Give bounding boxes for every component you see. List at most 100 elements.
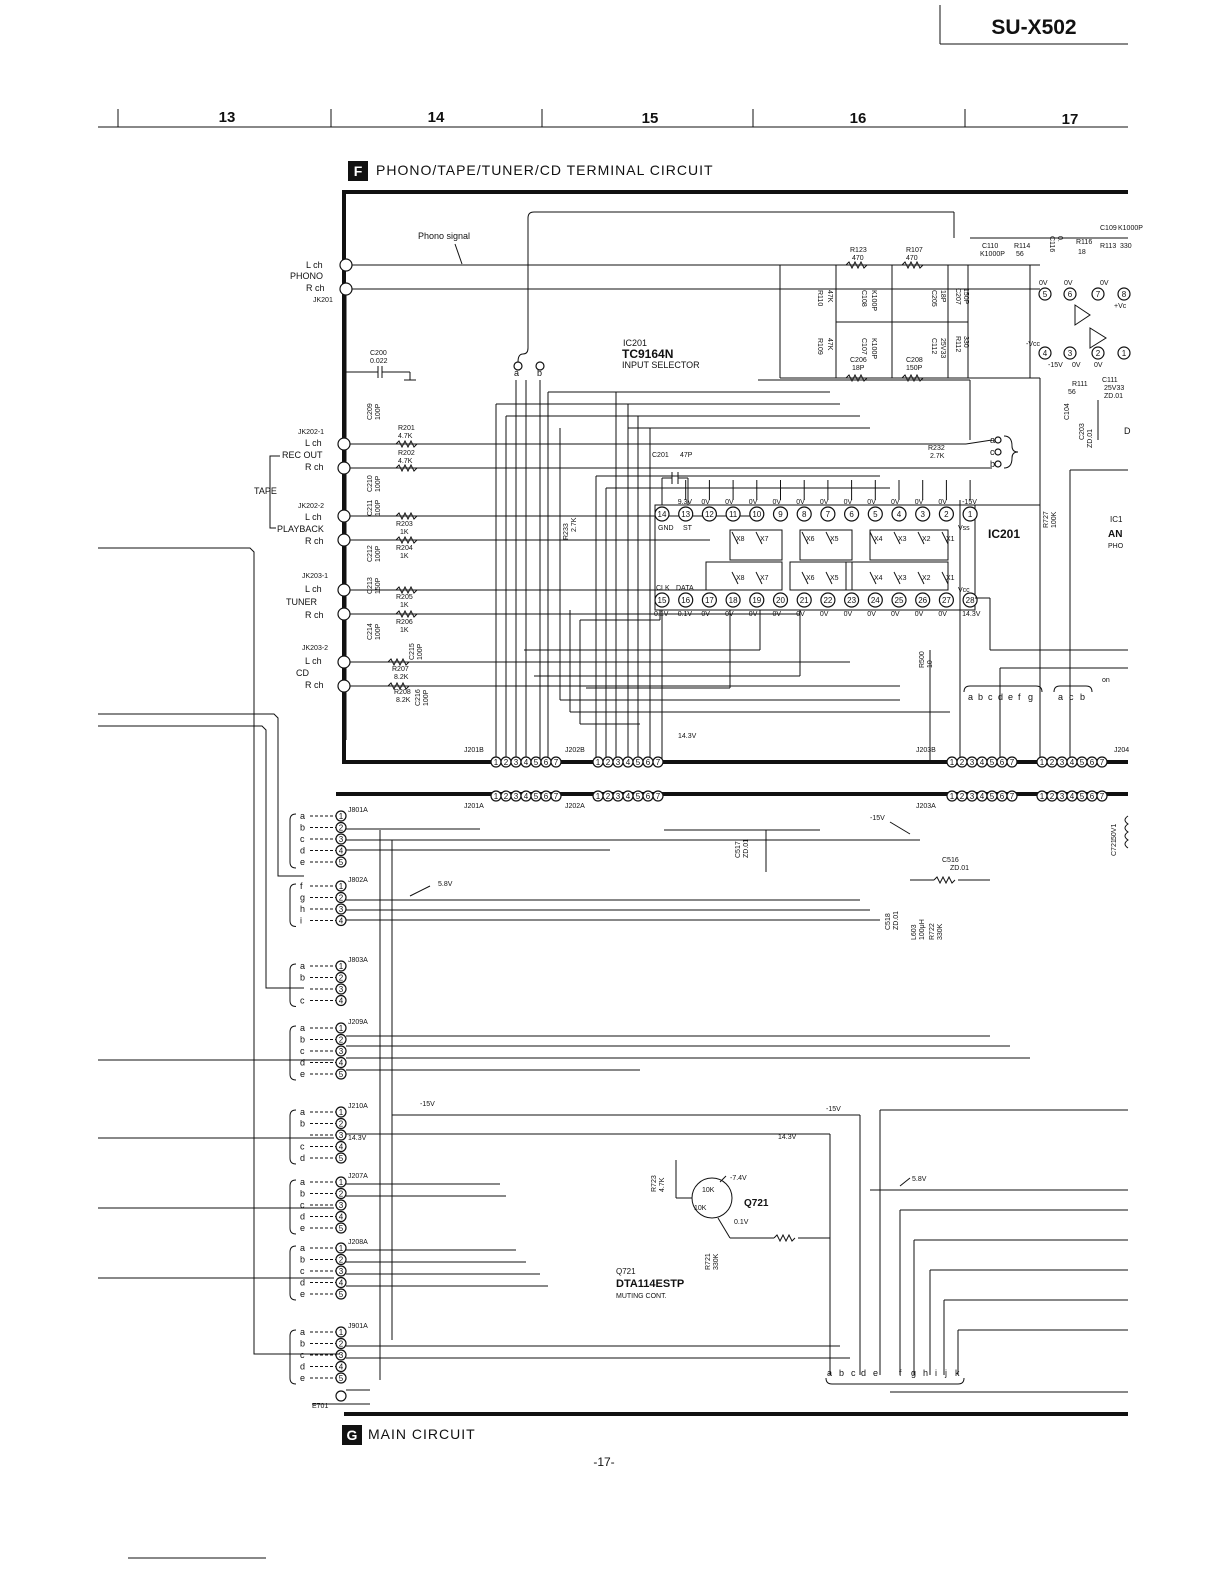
- page-number: -17-: [593, 1455, 614, 1469]
- left-connector-letter: b: [300, 1255, 305, 1265]
- connector-pin-number: 2: [504, 792, 509, 801]
- svg-text:5: 5: [1043, 290, 1048, 299]
- left-connector-ref: J209A: [348, 1019, 368, 1026]
- bus-a-left: a: [514, 368, 519, 378]
- left-connector-letter: b: [300, 1035, 305, 1045]
- r205-ref: R205: [396, 594, 413, 601]
- left-connector-pin-number: 3: [339, 835, 344, 844]
- rec-out-lch: L ch: [305, 438, 322, 448]
- ic-pin: [867, 506, 883, 522]
- left-connector-pin-number: 5: [339, 1224, 344, 1233]
- grid-column-label: 15: [642, 110, 659, 127]
- svg-text:3: 3: [1068, 349, 1073, 358]
- bottom-connector-letter: j: [944, 1368, 947, 1378]
- ic-pin-number: 26: [918, 596, 927, 605]
- left-connector-letter: b: [300, 1339, 305, 1349]
- ic-pin-number: 8: [802, 510, 807, 519]
- playback-rch: R ch: [305, 536, 324, 546]
- r722-value: 4.7K: [659, 1177, 666, 1192]
- ic-pin: [891, 592, 907, 608]
- r206-ref: R206: [396, 619, 413, 626]
- ic-pin-number: 7: [826, 510, 831, 519]
- connector-pin-number: 3: [1060, 758, 1065, 767]
- left-connector-pin-number: 3: [339, 985, 344, 994]
- ic-pin-voltage: 0V: [749, 611, 758, 618]
- r232-value: 2.7K: [930, 453, 945, 460]
- ic-switch-label: X3: [898, 536, 907, 543]
- section-f-heading: F PHONO/TAPE/TUNER/CD TERMINAL CIRCUIT: [348, 161, 713, 181]
- left-connector-pin-number: 4: [339, 1279, 344, 1288]
- connector-pin-number: 3: [970, 758, 975, 767]
- q721-part: DTA114ESTP: [616, 1278, 684, 1290]
- c516-value: 100μH: [919, 919, 926, 940]
- connector-letter: c: [1069, 692, 1074, 702]
- connector-pin-number: 4: [524, 792, 529, 801]
- connector-pin-number: 4: [626, 758, 631, 767]
- c205-value: 47K: [826, 338, 833, 351]
- bottom-connector-letter: a: [827, 1368, 832, 1378]
- left-connector-pin-number: 5: [339, 1154, 344, 1163]
- ic-pin: [796, 592, 812, 608]
- vcc-minus: -Vcc: [1026, 341, 1041, 348]
- ic-pin: [654, 506, 670, 522]
- ic-vss-label: Vss: [958, 525, 970, 532]
- connector-pin-number: 4: [524, 758, 529, 767]
- c214-value: 100P: [375, 623, 382, 640]
- left-connector-pin-number: 3: [339, 1047, 344, 1056]
- connector-pin-number: 5: [990, 758, 995, 767]
- c721-ref: R721: [705, 1253, 712, 1270]
- ic-pin-number: 25: [895, 596, 904, 605]
- c215-value: 100P: [417, 643, 424, 660]
- r500-ref: C516: [942, 857, 959, 864]
- bottom-connector-letter: h: [923, 1368, 928, 1378]
- c104-value: 100K: [1051, 511, 1058, 528]
- connector-pin-number: 1: [1040, 758, 1045, 767]
- c206-ref: R110: [816, 290, 823, 306]
- ic-pin-number: 19: [752, 596, 761, 605]
- connector-pin-number: 5: [1080, 758, 1085, 767]
- ic-pin-number: 4: [897, 510, 902, 519]
- connector-pin-number: 6: [1000, 758, 1005, 767]
- left-connector-letter: h: [300, 904, 305, 914]
- r112-ref: R114: [1014, 243, 1030, 250]
- phono-label: PHONO: [290, 271, 323, 281]
- ic-pin: [749, 506, 765, 522]
- ic-pin-voltage: 0V: [820, 611, 829, 618]
- connector-letter: g: [1028, 692, 1033, 702]
- left-connector-letter: e: [300, 1223, 305, 1233]
- c110-value: 0.: [1056, 236, 1063, 242]
- ic-pin-voltage: 0.1V: [654, 611, 669, 618]
- connector-pin-number: 5: [636, 792, 641, 801]
- q-emitter-v: -7.4V: [730, 1175, 747, 1182]
- connector-pin-number: 2: [606, 792, 611, 801]
- r108-ref: R107: [906, 247, 923, 254]
- c210-ref: C210: [367, 475, 374, 492]
- left-connector-pin-number: 5: [339, 1290, 344, 1299]
- ic-switch-label: X4: [874, 536, 883, 543]
- connector-letter: e: [1008, 692, 1013, 702]
- r123-ref: C206: [850, 357, 867, 364]
- left-connector-letter: c: [300, 1046, 305, 1056]
- r108-value: 470: [906, 255, 918, 262]
- right-ic-line2: PHO: [1108, 543, 1124, 550]
- bottom-connector-letter: b: [839, 1368, 844, 1378]
- jk202-1-ref: JK202-1: [298, 429, 324, 436]
- jk203-1-ref: JK203-1: [302, 573, 328, 580]
- connector-pin-number: 1: [494, 792, 499, 801]
- connector-pin-number: 1: [596, 792, 601, 801]
- c207-value: K100P: [870, 338, 877, 359]
- left-connector-ref: J901A: [348, 1323, 368, 1330]
- ic-pin: [749, 592, 765, 608]
- c110-ref: C116: [1048, 236, 1055, 252]
- ic-pin-voltage: 0V: [844, 499, 853, 506]
- c209-ref: C209: [367, 403, 374, 420]
- left-connector-letter: c: [300, 1200, 305, 1210]
- phono-jack-ref: JK201: [313, 297, 333, 304]
- r111-ref: C104: [1064, 403, 1071, 420]
- connector-pin-number: 1: [596, 758, 601, 767]
- left-connector-ref: J802A: [348, 877, 368, 884]
- r110-value: 18P: [939, 290, 946, 303]
- r202-ref: R202: [398, 450, 415, 457]
